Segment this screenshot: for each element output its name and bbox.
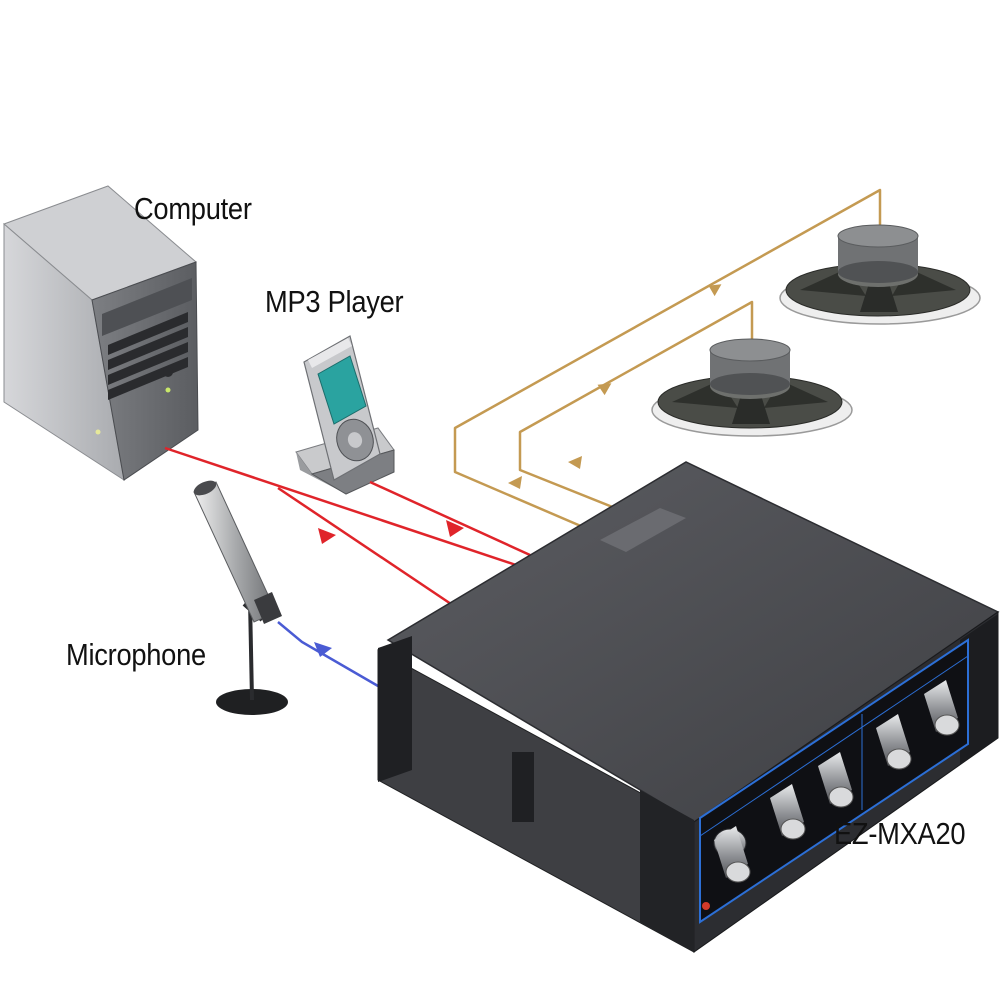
mp3-player-icon [295, 335, 395, 495]
speaker-wires [453, 188, 882, 544]
computer-wire-2 [277, 486, 458, 610]
mp3-wire [369, 480, 531, 557]
microphone-label: Microphone [66, 637, 206, 672]
knob [713, 826, 751, 883]
speaker-1 [779, 224, 981, 325]
knob [876, 714, 912, 770]
computer-wire [164, 446, 526, 570]
arrow-icon [597, 383, 612, 396]
computer-label: Computer [134, 191, 252, 226]
arrow-icon [568, 456, 582, 469]
mp3-player-label: MP3 Player [265, 284, 404, 319]
microphone-icon [193, 480, 288, 715]
input-wires [164, 446, 531, 610]
input-wire-arrows [318, 520, 464, 544]
speaker-wire-arrows [508, 284, 722, 489]
mixer-amplifier-icon [377, 461, 1000, 953]
speaker-2 [651, 338, 853, 437]
arrow-icon [314, 642, 332, 657]
arrow-icon [318, 528, 336, 544]
speaker-wire-1 [453, 188, 882, 544]
speaker-wire-2 [518, 300, 754, 524]
device-model-label: EZ-MXA20 [834, 816, 966, 851]
computer-tower-icon [3, 185, 199, 482]
arrow-icon [708, 284, 722, 297]
arrow-icon [446, 520, 464, 537]
arrow-icon [508, 476, 522, 489]
mic-wire [277, 621, 379, 688]
knob [770, 784, 806, 840]
knob [818, 752, 854, 808]
knob [924, 680, 960, 736]
